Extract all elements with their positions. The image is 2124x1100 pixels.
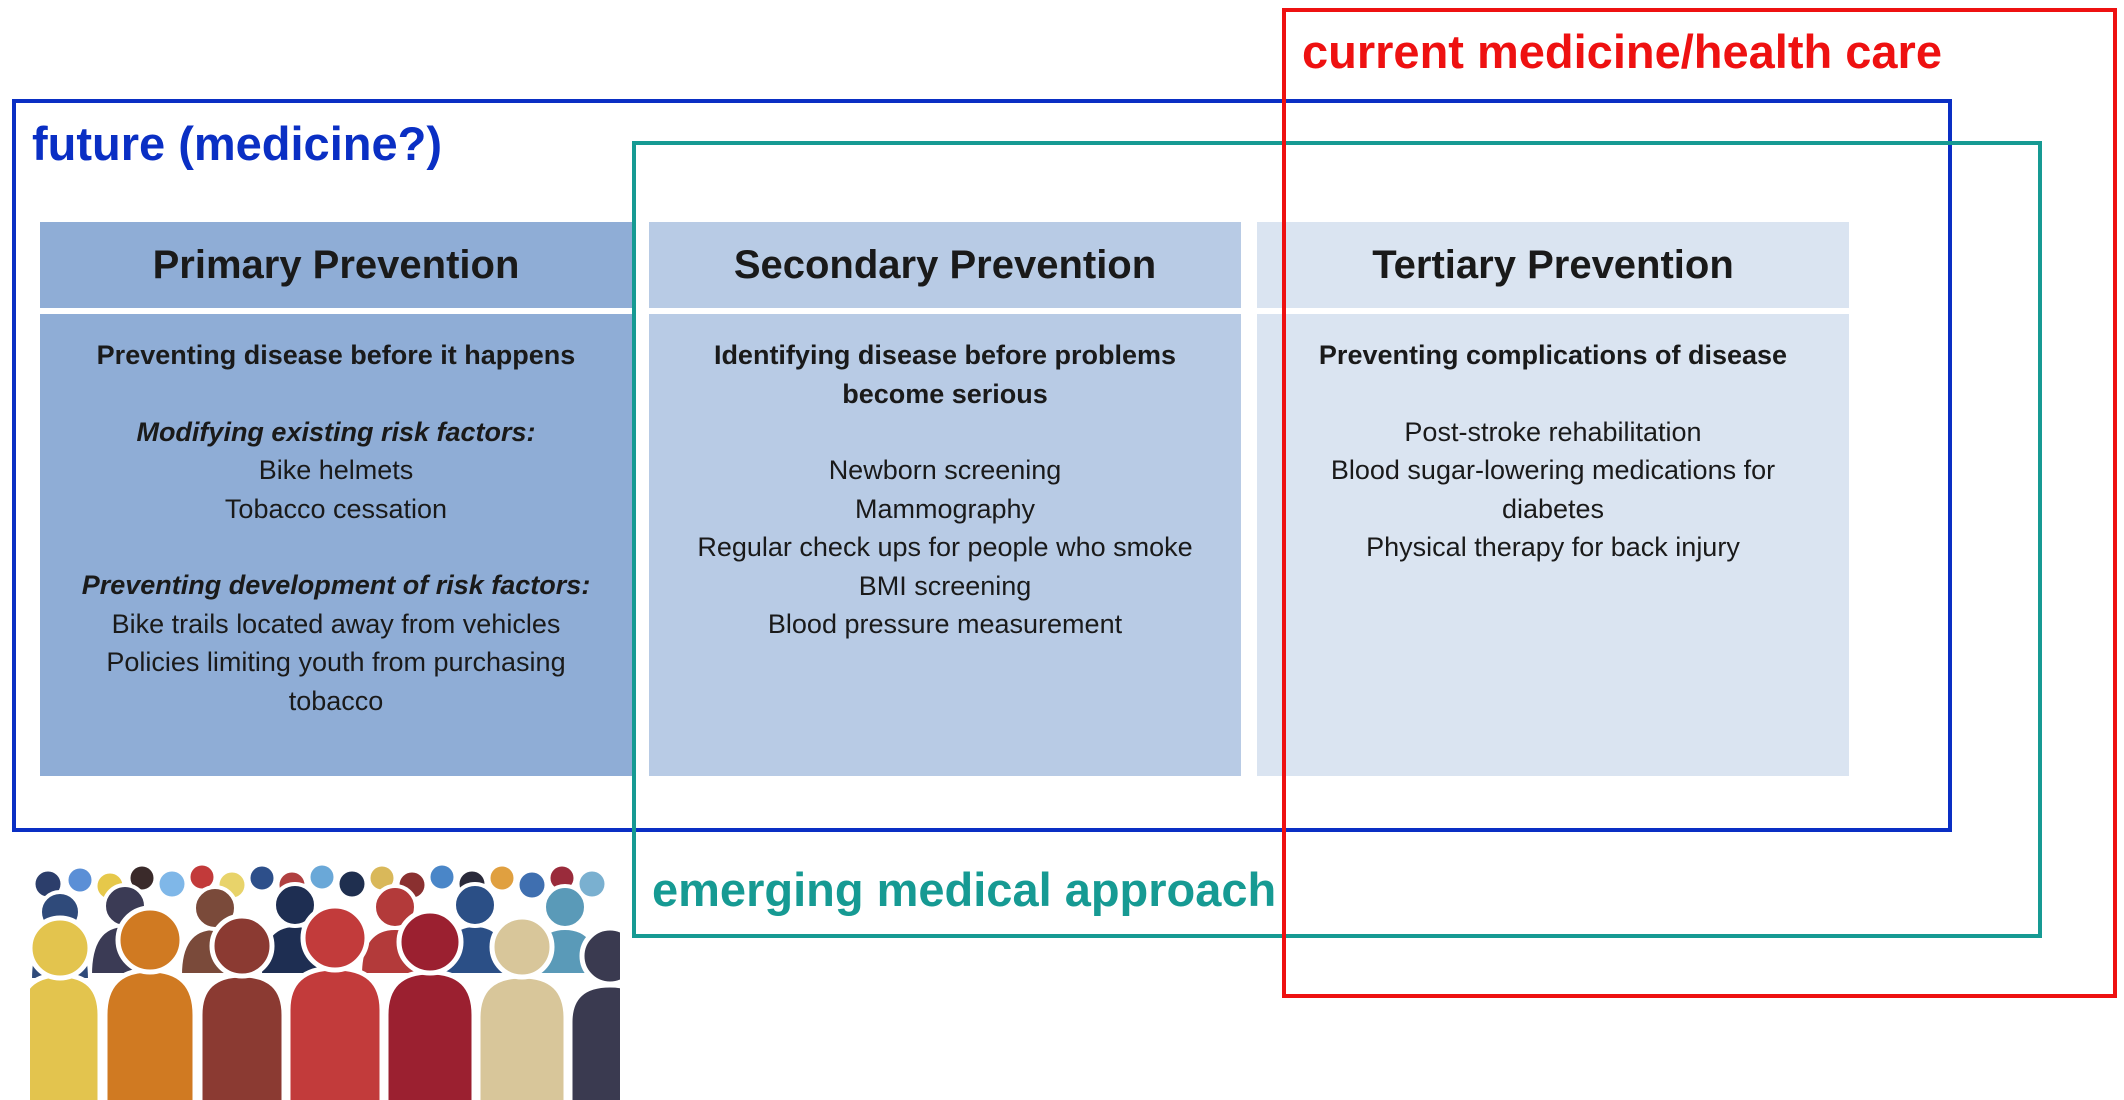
current-medicine-frame <box>1282 8 2117 998</box>
tertiary-prevention-title: Tertiary Prevention <box>1372 242 1734 287</box>
emerging-approach-frame <box>632 141 2042 938</box>
secondary-item: Newborn screening <box>828 455 1062 485</box>
primary-group2-item: Bike trails located away from vehicles <box>111 608 561 639</box>
tertiary-item: Blood sugar-lowering medications for <box>1330 455 1776 485</box>
secondary-lead-line: Identifying disease before problems <box>713 340 1177 370</box>
secondary-item: Regular check ups for people who smoke <box>697 532 1193 562</box>
primary-group1-item: Tobacco cessation <box>224 493 448 524</box>
front-row-people <box>30 903 620 1100</box>
secondary-item: Blood pressure measurement <box>767 609 1123 639</box>
secondary-item: BMI screening <box>858 570 1032 601</box>
secondary-prevention-title: Secondary Prevention <box>733 242 1157 287</box>
primary-group1-item: Bike helmets <box>258 455 414 485</box>
primary-group1-title: Modifying existing risk factors: <box>136 416 536 447</box>
future-medicine-label: future (medicine?) <box>32 117 442 170</box>
crowd-of-people-illustration <box>30 850 620 1100</box>
secondary-prevention-body: Identifying disease before problems beco… <box>649 314 1241 776</box>
secondary-item: Mammography <box>854 493 1036 524</box>
current-medicine-label: current medicine/health care <box>1302 25 1942 78</box>
column-divider <box>649 308 1241 314</box>
column-divider <box>1257 308 1849 314</box>
primary-group2-item: tobacco <box>288 685 384 716</box>
primary-group2-title: Preventing development of risk factors: <box>81 570 591 600</box>
tertiary-item: Post-stroke rehabilitation <box>1404 416 1702 447</box>
tertiary-item: diabetes <box>1501 493 1605 524</box>
future-medicine-frame <box>12 99 1952 832</box>
tertiary-item: Physical therapy for back injury <box>1366 532 1740 562</box>
secondary-prevention-column: Secondary Prevention Identifying disease… <box>649 222 1241 776</box>
primary-prevention-body: Preventing disease before it happens Mod… <box>40 314 632 776</box>
tertiary-lead: Preventing complications of disease <box>1318 340 1788 370</box>
column-divider <box>40 308 632 314</box>
primary-prevention-column: Primary Prevention Preventing disease be… <box>40 222 632 776</box>
tertiary-prevention-column: Tertiary Prevention Preventing complicat… <box>1257 222 1849 776</box>
tertiary-prevention-body: Preventing complications of disease Post… <box>1257 314 1849 776</box>
primary-group2-item: Policies limiting youth from purchasing <box>106 647 566 677</box>
emerging-approach-label: emerging medical approach <box>652 863 1277 916</box>
secondary-lead-line: become serious <box>842 378 1048 409</box>
primary-lead: Preventing disease before it happens <box>96 340 576 370</box>
primary-prevention-title: Primary Prevention <box>152 242 520 287</box>
